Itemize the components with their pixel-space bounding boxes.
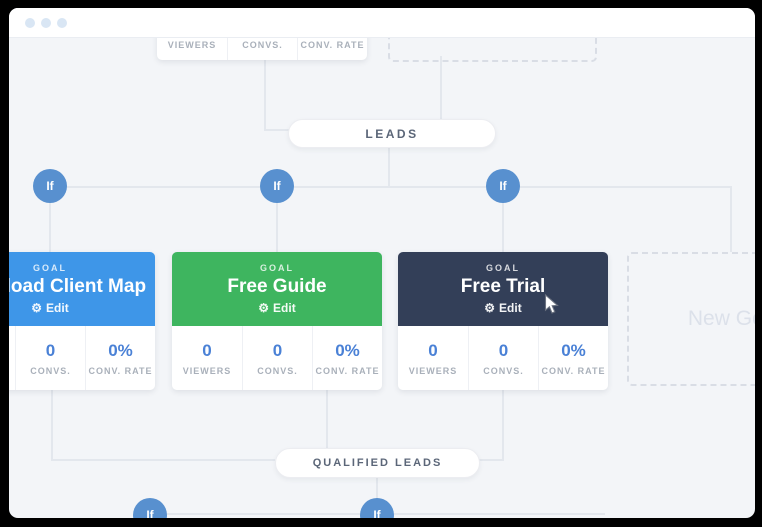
stat-value: 0: [45, 340, 56, 360]
goal-header[interactable]: GOAL Free Trial ⚙Edit: [398, 252, 608, 326]
connector-line: [440, 56, 442, 119]
stat-cell: 0% CONV. RATE: [85, 326, 155, 390]
stat-label: CONV. RATE: [300, 40, 365, 50]
stat-value: 0: [498, 340, 509, 360]
goal-card-partial[interactable]: VIEWERS CONVS. CONV. RATE: [157, 38, 367, 60]
goal-header[interactable]: GOAL Download Client Map ⚙Edit: [9, 252, 155, 326]
window-dot-icon: [25, 17, 35, 28]
goal-edit-label: Edit: [273, 301, 296, 315]
stat-value: 0: [202, 340, 212, 360]
stat-value: 0: [428, 340, 438, 360]
stat-label: CONV. RATE: [541, 365, 606, 376]
connector-line: [50, 186, 731, 188]
connector-line: [51, 390, 53, 460]
connector-line: [326, 390, 328, 448]
stat-cell: 0 CONVS.: [15, 326, 85, 390]
goal-edit-button[interactable]: ⚙Edit: [484, 301, 521, 315]
goal-stats: 0 VIEWERS 0 CONVS. 0% CONV. RATE: [9, 326, 155, 390]
stat-cell: CONVS.: [227, 38, 297, 60]
if-condition-node[interactable]: If: [260, 169, 294, 203]
mouse-cursor-icon: [544, 294, 559, 314]
stat-cell: 0 VIEWERS: [172, 326, 242, 390]
gear-icon: ⚙: [484, 301, 496, 315]
if-label: If: [46, 179, 54, 193]
stat-value: 0%: [335, 340, 360, 360]
goal-edit-label: Edit: [46, 301, 69, 315]
leads-stage-label: LEADS: [365, 126, 419, 141]
goal-header[interactable]: GOAL Free Guide ⚙Edit: [172, 252, 382, 326]
stat-cell: 0 CONVS.: [468, 326, 538, 390]
connector-line: [478, 459, 504, 461]
connector-line: [264, 129, 290, 131]
stat-value: 0%: [108, 340, 133, 360]
if-condition-node[interactable]: If: [360, 498, 394, 518]
connector-line: [730, 186, 732, 252]
goal-tag: GOAL: [33, 263, 67, 273]
stat-cell: 0 CONVS.: [242, 326, 312, 390]
goal-title: Download Client Map: [9, 276, 147, 297]
if-label: If: [146, 508, 154, 518]
funnel-canvas: VIEWERS CONVS. CONV. RATE LEADS If If If: [9, 38, 755, 518]
stat-value: 0%: [561, 340, 586, 360]
goal-title: Free Guide: [227, 276, 327, 297]
new-goal-slot[interactable]: [388, 38, 597, 62]
goal-edit-button[interactable]: ⚙Edit: [258, 301, 295, 315]
leads-stage-pill[interactable]: LEADS: [288, 119, 496, 148]
new-goal-slot[interactable]: New Goal: [627, 252, 755, 386]
stat-label: CONVS.: [242, 40, 283, 50]
app-window: VIEWERS CONVS. CONV. RATE LEADS If If If: [9, 8, 755, 518]
stat-label: VIEWERS: [408, 365, 458, 376]
stat-label: CONV. RATE: [315, 365, 380, 376]
qualified-leads-stage-pill[interactable]: QUALIFIED LEADS: [275, 448, 480, 478]
new-goal-label: New Goal: [687, 307, 755, 330]
qualified-leads-stage-label: QUALIFIED LEADS: [312, 457, 443, 469]
window-dot-icon: [41, 17, 51, 28]
connector-line: [376, 476, 378, 501]
goal-stats: 0 VIEWERS 0 CONVS. 0% CONV. RATE: [398, 326, 608, 390]
stat-label: CONV. RATE: [88, 365, 153, 376]
if-label: If: [499, 179, 507, 193]
goal-edit-label: Edit: [499, 301, 522, 315]
connector-line: [51, 459, 275, 461]
connector-line: [276, 186, 278, 252]
if-condition-node[interactable]: If: [486, 169, 520, 203]
connector-line: [264, 60, 266, 130]
window-titlebar: [9, 8, 755, 38]
if-label: If: [373, 508, 381, 518]
gear-icon: ⚙: [31, 301, 43, 315]
connector-line: [502, 390, 504, 460]
stat-cell: 0% CONV. RATE: [538, 326, 608, 390]
goal-card-free-trial[interactable]: GOAL Free Trial ⚙Edit 0 VIEWERS 0 CONVS.…: [398, 252, 608, 390]
stat-label: VIEWERS: [182, 365, 232, 376]
goal-card-free-guide[interactable]: GOAL Free Guide ⚙Edit 0 VIEWERS 0 CONVS.…: [172, 252, 382, 390]
window-dot-icon: [57, 17, 67, 28]
stat-cell: VIEWERS: [157, 38, 227, 60]
stat-cell: CONV. RATE: [297, 38, 367, 60]
goal-title: Free Trial: [460, 276, 546, 297]
stat-cell: 0% CONV. RATE: [312, 326, 382, 390]
stat-label: CONVS.: [483, 365, 524, 376]
goal-tag: GOAL: [486, 263, 520, 273]
connector-line: [502, 186, 504, 252]
goal-stats: 0 VIEWERS 0 CONVS. 0% CONV. RATE: [172, 326, 382, 390]
connector-line: [49, 186, 51, 252]
if-condition-node[interactable]: If: [33, 169, 67, 203]
gear-icon: ⚙: [258, 301, 270, 315]
goal-card-download-client-map[interactable]: GOAL Download Client Map ⚙Edit 0 VIEWERS…: [9, 252, 155, 390]
stat-value: 0: [272, 340, 283, 360]
goal-edit-button[interactable]: ⚙Edit: [31, 301, 68, 315]
stat-cell: 0 VIEWERS: [398, 326, 468, 390]
stat-label: CONVS.: [257, 365, 298, 376]
if-label: If: [273, 179, 281, 193]
stat-label: VIEWERS: [167, 40, 217, 50]
if-condition-node[interactable]: If: [133, 498, 167, 518]
connector-line: [388, 146, 390, 186]
goal-tag: GOAL: [260, 263, 294, 273]
stat-label: CONVS.: [30, 365, 71, 376]
